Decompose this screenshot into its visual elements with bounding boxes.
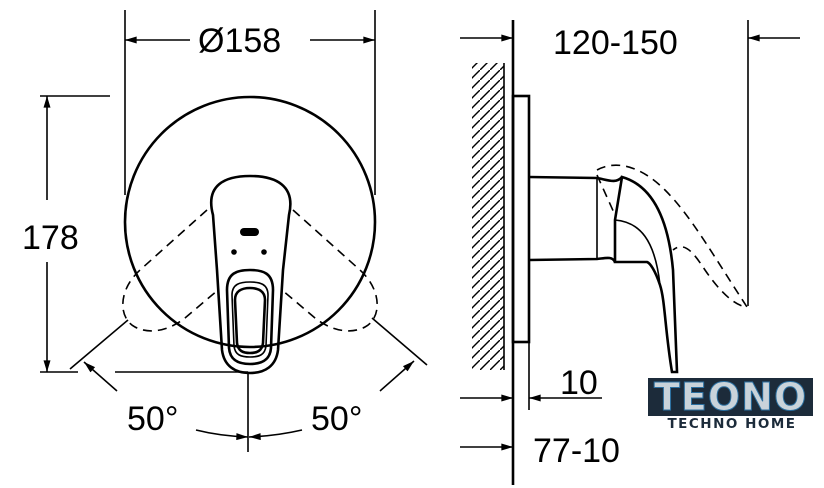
depth-label: 77-10 xyxy=(533,432,620,470)
rotated-handle-outlines xyxy=(122,209,378,332)
projection-label: 120-150 xyxy=(553,24,678,62)
body-top xyxy=(528,175,623,183)
side-lever xyxy=(613,175,679,374)
lever-handle xyxy=(210,174,292,375)
plate-thickness-label: 10 xyxy=(560,364,598,402)
teono-logo: TEONO TECHNO HOME xyxy=(648,378,816,438)
logo-sub-text: TECHNO HOME xyxy=(667,416,797,432)
cover-plate-side xyxy=(511,94,531,344)
diameter-label: Ø158 xyxy=(198,22,281,60)
cover-plate-circle xyxy=(123,95,377,349)
angle-left-label: 50° xyxy=(127,400,178,438)
wall-hatching xyxy=(472,63,504,370)
angle-right-label: 50° xyxy=(311,400,362,438)
side-view xyxy=(460,20,800,485)
height-label: 178 xyxy=(22,219,79,257)
logo-main-text: TEONO xyxy=(648,378,814,417)
front-view xyxy=(40,10,428,452)
